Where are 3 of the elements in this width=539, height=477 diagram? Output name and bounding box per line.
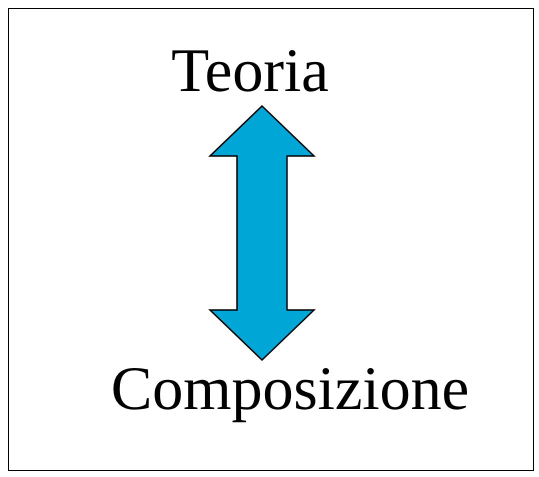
double-arrow bbox=[208, 104, 316, 362]
node-label: Composizione bbox=[110, 358, 470, 420]
node-label: Teoria bbox=[171, 40, 329, 102]
